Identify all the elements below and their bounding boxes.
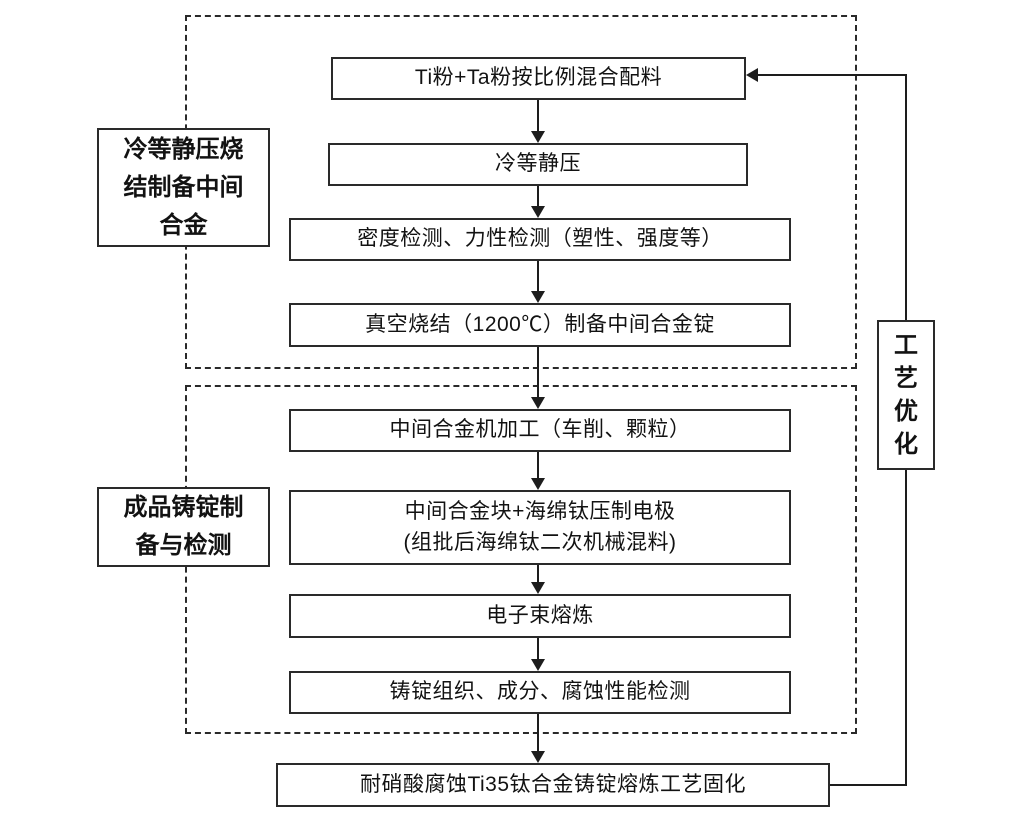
arrow-head-8-icon: [531, 751, 545, 763]
step-machining-box: 中间合金机加工（车削、颗粒）: [289, 409, 791, 452]
arrow-head-1-icon: [531, 131, 545, 143]
step-mix-box: Ti粉+Ta粉按比例混合配料: [331, 57, 746, 100]
stage1-label-text: 冷等静压烧结制备中间合金: [123, 135, 244, 239]
step-vacuum-sinter-box: 真空烧结（1200℃）制备中间合金锭: [289, 303, 791, 347]
arrow-head-7-icon: [531, 659, 545, 671]
stage1-label: 冷等静压烧结制备中间合金: [97, 128, 270, 247]
arrow-line-5: [537, 452, 539, 480]
arrow-line-2: [537, 186, 539, 209]
step-electrode-text-line1: 中间合金块+海绵钛压制电极: [404, 500, 676, 524]
step-machining-text: 中间合金机加工（车削、颗粒）: [389, 418, 691, 442]
arrow-head-3-icon: [531, 291, 545, 303]
step-cip-text: 冷等静压: [495, 152, 581, 176]
step-electrode-text-line2: (组批后海绵钛二次机械混料): [403, 530, 677, 554]
step-density-test-text: 密度检测、力性检测（塑性、强度等）: [357, 227, 723, 251]
final-step-text: 耐硝酸腐蚀Ti35钛合金铸锭熔炼工艺固化: [359, 772, 747, 796]
arrow-line-8: [537, 714, 539, 753]
step-ingot-test-text: 铸锭组织、成分、腐蚀性能检测: [389, 680, 691, 704]
arrow-head-6-icon: [531, 582, 545, 594]
step-ingot-test-box: 铸锭组织、成分、腐蚀性能检测: [289, 671, 791, 714]
step-cip-box: 冷等静压: [328, 143, 748, 186]
arrow-line-6: [537, 565, 539, 585]
step-electrode-box: 中间合金块+海绵钛压制电极 (组批后海绵钛二次机械混料): [289, 490, 791, 565]
arrow-line-1: [537, 100, 539, 134]
arrow-head-4-icon: [531, 397, 545, 409]
final-step-box: 耐硝酸腐蚀Ti35钛合金铸锭熔炼工艺固化: [276, 763, 830, 807]
step-eb-melting-text: 电子束熔炼: [486, 603, 594, 627]
arrow-head-2-icon: [531, 206, 545, 218]
arrow-line-7: [537, 638, 539, 662]
feedback-label-text: 工艺优化: [894, 332, 918, 458]
stage2-label: 成品铸锭制备与检测: [97, 487, 270, 567]
step-mix-text: Ti粉+Ta粉按比例混合配料: [414, 66, 663, 90]
arrow-line-4: [537, 347, 539, 398]
feedback-line-bottom: [830, 784, 907, 786]
arrow-line-3: [537, 261, 539, 293]
feedback-arrow-head-icon: [746, 68, 758, 82]
feedback-line-top: [756, 74, 907, 76]
arrow-head-5-icon: [531, 478, 545, 490]
step-vacuum-sinter-text: 真空烧结（1200℃）制备中间合金锭: [365, 312, 715, 336]
stage2-label-text: 成品铸锭制备与检测: [123, 494, 244, 559]
step-eb-melting-box: 电子束熔炼: [289, 594, 791, 638]
step-density-test-box: 密度检测、力性检测（塑性、强度等）: [289, 218, 791, 261]
feedback-label-box: 工艺优化: [877, 320, 935, 470]
